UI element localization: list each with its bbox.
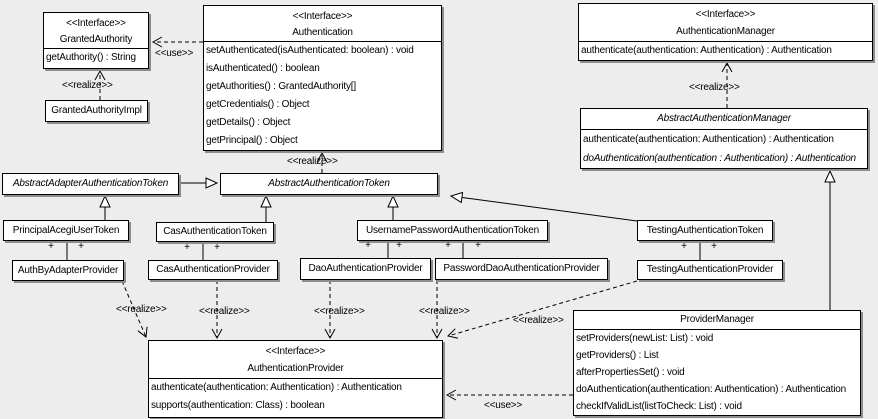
member-row: setProviders(newList: List) : void bbox=[576, 333, 714, 344]
class-name: AuthenticationManager bbox=[676, 26, 775, 37]
multiplicity-plus: + bbox=[184, 242, 190, 253]
compartment-divider bbox=[44, 48, 148, 49]
compartment-divider bbox=[204, 41, 441, 42]
edge-label-use: <<use>> bbox=[155, 48, 194, 59]
class-authentication-manager[interactable]: <<Interface>> AuthenticationManager auth… bbox=[578, 3, 873, 61]
class-principal-acegi-user-token[interactable]: PrincipalAcegiUserToken bbox=[3, 220, 129, 241]
multiplicity-plus: + bbox=[396, 240, 402, 251]
stereotype-label: <<Interface>> bbox=[265, 346, 326, 357]
class-name: UsernamePasswordAuthenticationToken bbox=[365, 225, 540, 236]
class-dao-authentication-provider[interactable]: DaoAuthenticationProvider bbox=[300, 258, 431, 280]
class-cas-authentication-provider[interactable]: CasAuthenticationProvider bbox=[148, 260, 278, 280]
multiplicity-plus: + bbox=[78, 241, 84, 252]
class-username-password-authentication-token[interactable]: UsernamePasswordAuthenticationToken bbox=[357, 220, 548, 241]
gen-testingtoken-to-abstracttoken bbox=[449, 191, 638, 222]
class-name: TestingAuthenticationProvider bbox=[646, 264, 774, 275]
edge-label-realize: <<realize>> bbox=[314, 306, 365, 317]
member-row: doAuthentication(authentication: Authent… bbox=[576, 384, 846, 395]
edge-label-realize: <<realize>> bbox=[689, 82, 740, 93]
class-name: AbstractAuthenticationToken bbox=[268, 178, 390, 189]
member-row: authenticate(authentication: Authenticat… bbox=[583, 134, 834, 145]
multiplicity-plus: + bbox=[214, 242, 220, 253]
class-testing-authentication-provider[interactable]: TestingAuthenticationProvider bbox=[637, 260, 783, 280]
class-name: TestingAuthenticationToken bbox=[646, 225, 764, 236]
class-name: AbstractAuthenticationManager bbox=[657, 113, 791, 124]
class-name: GrantedAuthority bbox=[59, 34, 133, 45]
class-auth-by-adapter-provider[interactable]: AuthByAdapterProvider bbox=[12, 260, 124, 281]
stereotype-label: <<Interface>> bbox=[292, 11, 353, 22]
edge-label-realize: <<realize>> bbox=[287, 156, 338, 167]
class-name: Authentication bbox=[292, 27, 353, 38]
member-row: getDetails() : Object bbox=[206, 117, 291, 128]
multiplicity-plus: + bbox=[365, 240, 371, 251]
class-name: AbstractAdapterAuthenticationToken bbox=[12, 178, 169, 189]
realize-testingprovider-to-authprovider bbox=[447, 280, 638, 339]
class-password-dao-authentication-provider[interactable]: PasswordDaoAuthenticationProvider bbox=[435, 258, 608, 280]
member-row: checkIfValidList(listToCheck: List) : vo… bbox=[576, 401, 742, 412]
compartment-divider bbox=[149, 378, 442, 379]
multiplicity-plus: + bbox=[445, 240, 451, 251]
class-cas-authentication-token[interactable]: CasAuthenticationToken bbox=[156, 222, 274, 242]
member-row-abstract: doAuthentication(authentication : Authen… bbox=[583, 153, 856, 164]
member-row: afterPropertiesSet() : void bbox=[576, 367, 685, 378]
member-row: authenticate(authentication: Authenticat… bbox=[151, 382, 402, 393]
compartment-divider bbox=[581, 129, 867, 130]
multiplicity-plus: + bbox=[681, 241, 687, 252]
realize-authbyadapter-to-authprovider bbox=[121, 280, 148, 338]
member-row: authenticate(authentication: Authenticat… bbox=[581, 45, 832, 56]
edge-label-realize: <<realize>> bbox=[513, 315, 564, 326]
multiplicity-plus: + bbox=[475, 240, 481, 251]
compartment-divider bbox=[579, 41, 872, 42]
class-abstract-authentication-manager[interactable]: AbstractAuthenticationManager authentica… bbox=[580, 108, 868, 169]
class-name: GrantedAuthorityImpl bbox=[51, 105, 142, 116]
edge-label-realize: <<realize>> bbox=[62, 80, 113, 91]
edge-label-realize: <<realize>> bbox=[419, 306, 470, 317]
class-testing-authentication-token[interactable]: TestingAuthenticationToken bbox=[637, 220, 773, 241]
class-name: DaoAuthenticationProvider bbox=[308, 263, 423, 274]
multiplicity-plus: + bbox=[48, 241, 54, 252]
member-row: getAuthority() : String bbox=[46, 52, 136, 63]
class-granted-authority-impl[interactable]: GrantedAuthorityImpl bbox=[45, 100, 148, 122]
class-name: CasAuthenticationProvider bbox=[156, 264, 270, 275]
member-row: getPrincipal() : Object bbox=[206, 135, 298, 146]
class-name: ProviderManager bbox=[680, 314, 754, 325]
compartment-divider bbox=[574, 329, 860, 330]
edge-label-use: <<use>> bbox=[484, 400, 523, 411]
class-name: AuthenticationProvider bbox=[247, 363, 344, 374]
class-authentication[interactable]: <<Interface>> Authentication setAuthenti… bbox=[203, 5, 442, 151]
member-row: getProviders() : List bbox=[576, 350, 659, 361]
class-authentication-provider[interactable]: <<Interface>> AuthenticationProvider aut… bbox=[148, 340, 443, 418]
class-abstract-adapter-authentication-token[interactable]: AbstractAdapterAuthenticationToken bbox=[2, 173, 179, 195]
class-name: CasAuthenticationToken bbox=[163, 226, 267, 237]
member-row: isAuthenticated() : boolean bbox=[206, 63, 320, 74]
edge-label-realize: <<realize>> bbox=[116, 304, 167, 315]
multiplicity-plus: + bbox=[711, 241, 717, 252]
class-abstract-authentication-token[interactable]: AbstractAuthenticationToken bbox=[220, 173, 438, 195]
class-name: PrincipalAcegiUserToken bbox=[12, 225, 120, 236]
member-row: setAuthenticated(isAuthenticated: boolea… bbox=[206, 45, 414, 56]
member-row: supports(authentication: Class) : boolea… bbox=[151, 400, 325, 411]
stereotype-label: <<Interface>> bbox=[695, 9, 756, 20]
class-provider-manager[interactable]: ProviderManager setProviders(newList: Li… bbox=[573, 310, 861, 416]
stereotype-label: <<Interface>> bbox=[66, 18, 126, 29]
edge-label-realize: <<realize>> bbox=[199, 306, 250, 317]
member-row: getAuthorities() : GrantedAuthority[] bbox=[206, 81, 356, 92]
class-name: AuthByAdapterProvider bbox=[17, 265, 119, 276]
member-row: getCredentials() : Object bbox=[206, 99, 310, 110]
class-name: PasswordDaoAuthenticationProvider bbox=[443, 263, 600, 274]
class-granted-authority[interactable]: <<Interface>> GrantedAuthority getAuthor… bbox=[43, 12, 149, 69]
